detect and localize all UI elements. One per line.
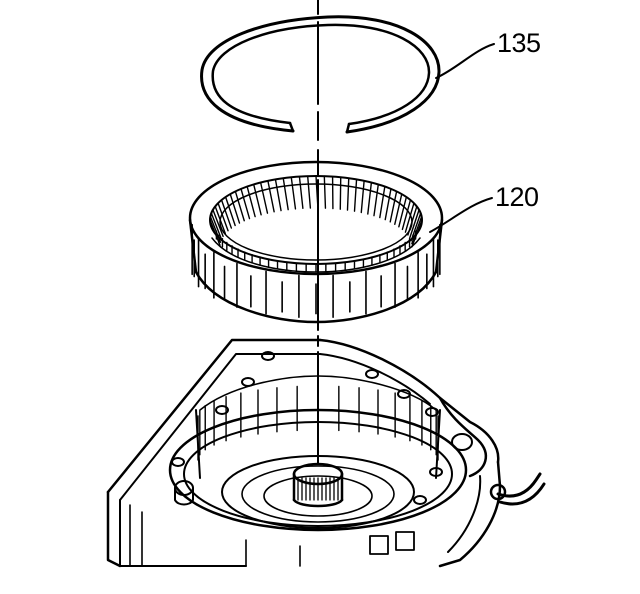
leader-line-120 — [429, 197, 493, 233]
callout-120: 120 — [495, 182, 539, 212]
transmission-case-icon — [106, 338, 546, 568]
leader-line-135 — [435, 43, 495, 79]
snap-ring-icon — [200, 15, 441, 134]
internal-gear-icon — [188, 160, 444, 324]
callout-135: 135 — [497, 28, 541, 58]
